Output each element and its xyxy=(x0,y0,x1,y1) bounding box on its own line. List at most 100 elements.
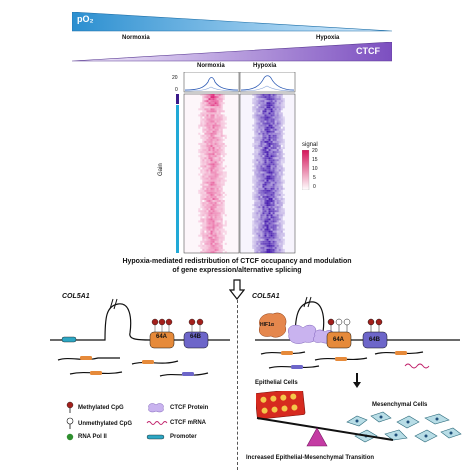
heatmap-cell xyxy=(272,218,275,221)
heatmap-cell xyxy=(280,246,283,249)
heatmap-cell xyxy=(256,250,259,253)
heatmap-cell xyxy=(220,165,223,168)
heatmap-cell xyxy=(224,173,227,176)
heatmap-cell xyxy=(252,216,255,219)
heatmap-cell xyxy=(202,163,205,166)
heatmap-cell xyxy=(272,189,275,192)
heatmap-cell xyxy=(270,208,273,211)
heatmap-cell xyxy=(204,242,207,245)
heatmap-cell xyxy=(212,200,215,203)
heatmap-cell xyxy=(270,228,273,231)
heatmap-cell xyxy=(206,220,209,223)
heatmap-cell xyxy=(274,191,277,194)
heatmap-cell xyxy=(276,234,279,237)
heatmap-cell xyxy=(264,244,267,247)
heatmap-cell xyxy=(212,114,215,117)
heatmap-cell xyxy=(220,206,223,209)
heatmap-cell xyxy=(222,181,225,184)
heatmap-cell xyxy=(264,173,267,176)
heatmap-cell xyxy=(262,108,265,111)
heatmap-cell xyxy=(272,202,275,205)
heatmap-cell xyxy=(274,124,277,127)
heatmap-cell xyxy=(278,161,281,164)
heatmap-cell xyxy=(278,149,281,152)
heatmap-cell xyxy=(270,138,273,141)
heatmap-cell xyxy=(202,191,205,194)
heatmap-cell xyxy=(258,191,261,194)
heatmap-cell xyxy=(214,112,217,115)
heatmap-cell xyxy=(270,122,273,125)
heatmap-cell xyxy=(276,94,279,97)
heatmap-cell xyxy=(212,124,215,127)
heatmap-cell xyxy=(208,140,211,143)
heatmap-cell xyxy=(268,140,271,143)
heatmap-cell xyxy=(266,177,269,180)
heatmap-cell xyxy=(262,167,265,170)
heatmap-cell xyxy=(254,153,257,156)
heatmap-cell xyxy=(272,214,275,217)
heatmap-cell xyxy=(258,200,261,203)
heatmap-cell xyxy=(210,149,213,152)
heatmap-cell xyxy=(262,228,265,231)
heatmap-cell xyxy=(272,153,275,156)
heatmap-cell xyxy=(266,126,269,129)
heatmap-cell xyxy=(262,216,265,219)
heatmap-cell xyxy=(276,242,279,245)
heatmap-cell xyxy=(216,210,219,213)
heatmap-cell xyxy=(254,140,257,143)
heatmap-cell xyxy=(256,128,259,131)
heatmap-cell xyxy=(266,98,269,101)
heatmap-cell xyxy=(280,171,283,174)
heatmap-cell xyxy=(252,187,255,190)
heatmap-cell xyxy=(268,167,271,170)
heatmap-cell xyxy=(262,220,265,223)
heatmap-cell xyxy=(212,94,215,97)
heatmap-cell xyxy=(206,193,209,196)
heatmap-cell xyxy=(212,147,215,150)
heatmap-cell xyxy=(204,104,207,107)
heatmap-cell xyxy=(218,250,221,253)
heatmap-cell xyxy=(266,224,269,227)
heatmap-cell xyxy=(274,104,277,107)
heatmap-cell xyxy=(280,132,283,135)
heatmap-cell xyxy=(272,161,275,164)
heatmap-cell xyxy=(266,204,269,207)
heatmap-cell xyxy=(218,128,221,131)
heatmap-cell xyxy=(222,134,225,137)
heatmap-cell xyxy=(280,228,283,231)
heatmap-cell xyxy=(218,126,221,129)
heatmap-cell xyxy=(272,165,275,168)
heatmap-cell xyxy=(262,232,265,235)
heatmap-cell xyxy=(262,185,265,188)
heatmap-cell xyxy=(258,193,261,196)
heatmap-cell xyxy=(212,159,215,162)
heatmap-cell xyxy=(204,108,207,111)
heatmap-cell xyxy=(262,132,265,135)
legend-ctcf-mrna-icon xyxy=(146,421,168,425)
heatmap-cell xyxy=(264,220,267,223)
heatmap-cell xyxy=(204,142,207,145)
heatmap-cell xyxy=(260,175,263,178)
ctcf-gradient-bar xyxy=(72,42,392,62)
heatmap-cell xyxy=(268,104,271,107)
heatmap-cell xyxy=(256,222,259,225)
heatmap-cell xyxy=(200,220,203,223)
heatmap-cell xyxy=(266,171,269,174)
heatmap-cell xyxy=(202,187,205,190)
heatmap-cell xyxy=(200,193,203,196)
heatmap-cell xyxy=(206,246,209,249)
signal-tick-5: 5 xyxy=(313,175,316,181)
heatmap-cell xyxy=(256,134,259,137)
heatmap-cell xyxy=(224,220,227,223)
heatmap-cell xyxy=(216,175,219,178)
heatmap-cell xyxy=(264,134,267,137)
heatmap-cell xyxy=(202,171,205,174)
heatmap-cell xyxy=(220,163,223,166)
heatmap-cell xyxy=(220,204,223,207)
heatmap-cell xyxy=(202,238,205,241)
heatmap-cell xyxy=(204,96,207,99)
heatmap-cell xyxy=(220,179,223,182)
heatmap-cell xyxy=(202,212,205,215)
heatmap-cell xyxy=(220,134,223,137)
heatmap-cell xyxy=(206,165,209,168)
